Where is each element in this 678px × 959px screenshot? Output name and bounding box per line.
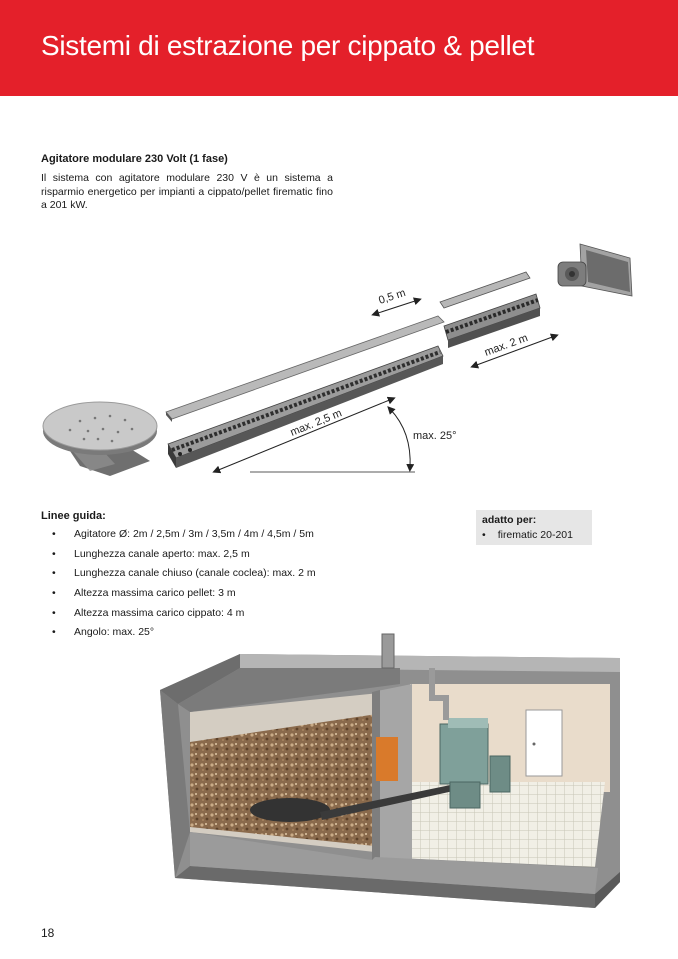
closed-auger-channel: [439, 271, 541, 348]
dim-short-label: 0,5 m: [377, 287, 407, 307]
agitator-system-illustration: 0,5 m max. 2 m max. 2,5 m max. 25°: [42, 243, 633, 476]
suitable-item: • firematic 20-201: [482, 529, 573, 541]
bullet: •: [52, 528, 56, 540]
header-banner: Sistemi di estrazione per cippato & pell…: [0, 0, 678, 96]
section-title: Agitatore modulare 230 Volt (1 fase): [41, 153, 228, 165]
bullet: •: [52, 587, 56, 600]
agitator-disc: [42, 401, 158, 476]
channel-cover: [165, 315, 445, 422]
bullet: •: [52, 626, 56, 639]
list-item: • Agitatore Ø: 2m / 2,5m / 3m / 3,5m / 4m…: [52, 525, 316, 545]
dimension-short: 0,5 m: [371, 287, 422, 317]
door: [525, 709, 563, 777]
drive-unit: [557, 243, 633, 297]
bullet: •: [52, 547, 56, 560]
bullet: •: [482, 529, 486, 541]
list-item-text: Agitatore Ø: 2m / 2,5m / 3m / 3,5m / 4m …: [74, 528, 314, 540]
suitable-title: adatto per:: [482, 514, 537, 526]
list-item-text: Lunghezza canale aperto: max. 2,5 m: [74, 547, 250, 560]
list-item: • Altezza massima carico pellet: 3 m: [52, 584, 316, 604]
intro-paragraph: Il sistema con agitatore modulare 230 V …: [41, 172, 333, 211]
angle-indicator: max. 25°: [250, 406, 457, 473]
list-item: • Lunghezza canale chiuso (canale coclea)…: [52, 564, 316, 584]
dimension-closed: max. 2 m: [470, 332, 559, 369]
list-item-text: Angolo: max. 25°: [74, 626, 155, 639]
page-title: Sistemi di estrazione per cippato & pell…: [41, 30, 535, 61]
list-item-text: Altezza massima carico pellet: 3 m: [74, 587, 236, 600]
bullet: •: [52, 606, 56, 619]
boiler-room-illustration: [160, 633, 620, 908]
list-item: • Lunghezza canale aperto: max. 2,5 m: [52, 545, 316, 565]
suitable-item-text: firematic 20-201: [497, 529, 573, 541]
guidelines-list: • Agitatore Ø: 2m / 2,5m / 3m / 3,5m / 4m…: [52, 525, 316, 643]
dim-closed-label: max. 2 m: [483, 332, 530, 359]
list-item: • Altezza massima carico cippato: 4 m: [52, 604, 316, 624]
page-number: 18: [41, 926, 55, 940]
guidelines-title: Linee guida:: [41, 510, 106, 522]
suitable-for-box: adatto per: • firematic 20-201: [476, 510, 592, 545]
list-item-text: Lunghezza canale chiuso (canale coclea):…: [74, 567, 316, 580]
list-item-text: Altezza massima carico cippato: 4 m: [74, 606, 245, 619]
angle-label: max. 25°: [413, 430, 457, 442]
bullet: •: [52, 567, 56, 580]
tiled-floor: [375, 782, 605, 867]
list-item: • Angolo: max. 25°: [52, 623, 316, 643]
